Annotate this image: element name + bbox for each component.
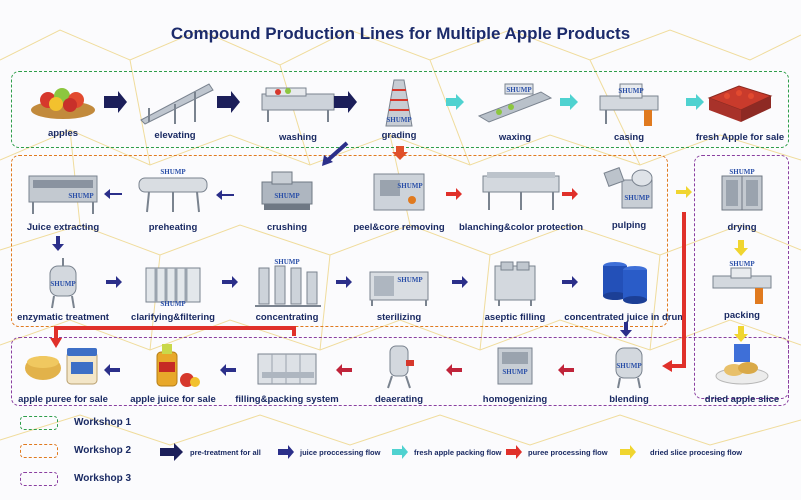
label-apple-juice: apple juice for sale [130, 394, 216, 405]
grading-machine-icon: SHUMP [385, 79, 413, 127]
filter-system-icon: SHUMP [145, 267, 201, 308]
apple-basket-icon [31, 88, 95, 119]
brand-text: SHUMP [160, 168, 186, 176]
label-casing: casing [613, 132, 645, 143]
brand-text: SHUMP [68, 192, 94, 200]
legend-workshop3-swatch [20, 472, 58, 486]
pulper-icon: SHUMP [603, 167, 653, 209]
label-concentrating: concentrating [255, 312, 319, 323]
label-peel-core: peel&core removing [353, 222, 445, 233]
diagram-title: Compound Production Lines for Multiple A… [170, 24, 631, 43]
brand-text: SHUMP [729, 260, 755, 268]
legend-workshop1-swatch [20, 416, 58, 430]
label-elevating: elevating [154, 130, 196, 141]
label-apple-puree: apple puree for sale [18, 394, 108, 405]
legend-workshop2-swatch [20, 444, 58, 458]
preheater-icon: SHUMP [138, 168, 208, 213]
brand-text: SHUMP [506, 86, 532, 94]
juice-bottle-icon [156, 344, 200, 387]
legend-fresh-arrow [392, 445, 408, 459]
label-enzymatic: enzymatic treatment [17, 312, 109, 323]
label-packing: packing [724, 310, 760, 321]
label-washing: washing [278, 132, 317, 143]
peeler-icon: SHUMP [373, 173, 425, 211]
casing-machine-icon: SHUMP [599, 83, 659, 126]
blue-drums-icon [603, 262, 647, 304]
brand-text: SHUMP [502, 368, 528, 376]
apple-box-icon [707, 85, 773, 122]
brand-text: SHUMP [274, 192, 300, 200]
dryer-icon: SHUMP [721, 168, 763, 211]
dried-slice-bowl-icon [715, 344, 769, 385]
label-aseptic: aseptic filling [484, 312, 546, 323]
legend-juice-arrow [278, 445, 294, 459]
waxing-machine-icon: SHUMP [477, 83, 553, 123]
workshop-3-box [11, 337, 789, 406]
legend-arrows [160, 443, 636, 461]
label-juice-extracting: Juice extracting [26, 222, 100, 233]
legend-workshop3-label: Workshop 3 [74, 473, 132, 484]
legend-juice-label: juice proccessing flow [300, 448, 381, 457]
deaerator-icon [387, 345, 414, 389]
elevator-conveyor-icon [140, 83, 214, 125]
puree-jars-icon [25, 348, 98, 385]
legend-pretreatment-label: pre-treatment for all [190, 448, 261, 457]
brand-text: SHUMP [386, 116, 412, 124]
label-clarifying: clarifying&filtering [131, 312, 215, 323]
label-waxing: waxing [498, 132, 532, 143]
legend-puree-label: puree processing flow [528, 448, 608, 457]
workshop-2-box [11, 155, 668, 327]
brand-text: SHUMP [616, 362, 642, 370]
brand-text: SHUMP [618, 87, 644, 95]
label-apples: apples [47, 128, 79, 139]
legend-workshop1-label: Workshop 1 [74, 417, 132, 428]
homogenizer-icon: SHUMP [497, 347, 533, 385]
label-deaerating: deaerating [374, 394, 424, 405]
brand-text: SHUMP [160, 300, 186, 308]
legend-workshop2-label: Workshop 2 [74, 445, 132, 456]
aseptic-filler-icon [494, 261, 536, 306]
evaporator-icon: SHUMP [255, 258, 321, 307]
brand-text: SHUMP [729, 168, 755, 176]
label-dried-slice: dried apple slice [704, 394, 780, 405]
brand-text: SHUMP [624, 194, 650, 202]
label-blanching: blanching&color protection [458, 222, 584, 233]
label-sterilizing: sterilizing [376, 312, 422, 323]
brand-text: SHUMP [274, 258, 300, 266]
label-homogenizing: homogenizing [482, 394, 548, 405]
enzyme-tank-icon: SHUMP [49, 258, 77, 309]
sterilizer-icon: SHUMP [369, 271, 429, 306]
juice-press-icon: SHUMP [28, 175, 98, 214]
blancher-icon [482, 172, 560, 210]
label-drying: drying [727, 222, 757, 233]
label-pulping: pulping [611, 220, 647, 231]
filling-system-icon [257, 353, 317, 385]
washing-machine-icon [261, 87, 335, 122]
label-concentrated-juice: concentrated juice in drum [564, 312, 686, 323]
workshop-3-dried-box [694, 155, 789, 399]
label-filling: filling&packing system [235, 394, 339, 405]
legend-pretreatment-arrow [160, 443, 183, 461]
label-crushing: crushing [266, 222, 308, 233]
packing-machine-icon: SHUMP [712, 260, 772, 304]
label-blending: blending [609, 394, 649, 405]
label-preheating: preheating [148, 222, 198, 233]
crusher-icon: SHUMP [261, 171, 313, 210]
legend-fresh-label: fresh apple packing flow [414, 448, 502, 457]
label-grading: grading [381, 130, 417, 141]
legend-dried-label: dried slice procesing flow [650, 448, 743, 457]
legend-puree-arrow [506, 445, 522, 459]
blending-tank-icon: SHUMP [615, 347, 643, 389]
brand-text: SHUMP [397, 182, 423, 190]
legend-dried-arrow [620, 445, 636, 459]
brand-text: SHUMP [397, 276, 423, 284]
label-fresh-apple: fresh Apple for sale [695, 132, 785, 143]
brand-text: SHUMP [50, 280, 76, 288]
